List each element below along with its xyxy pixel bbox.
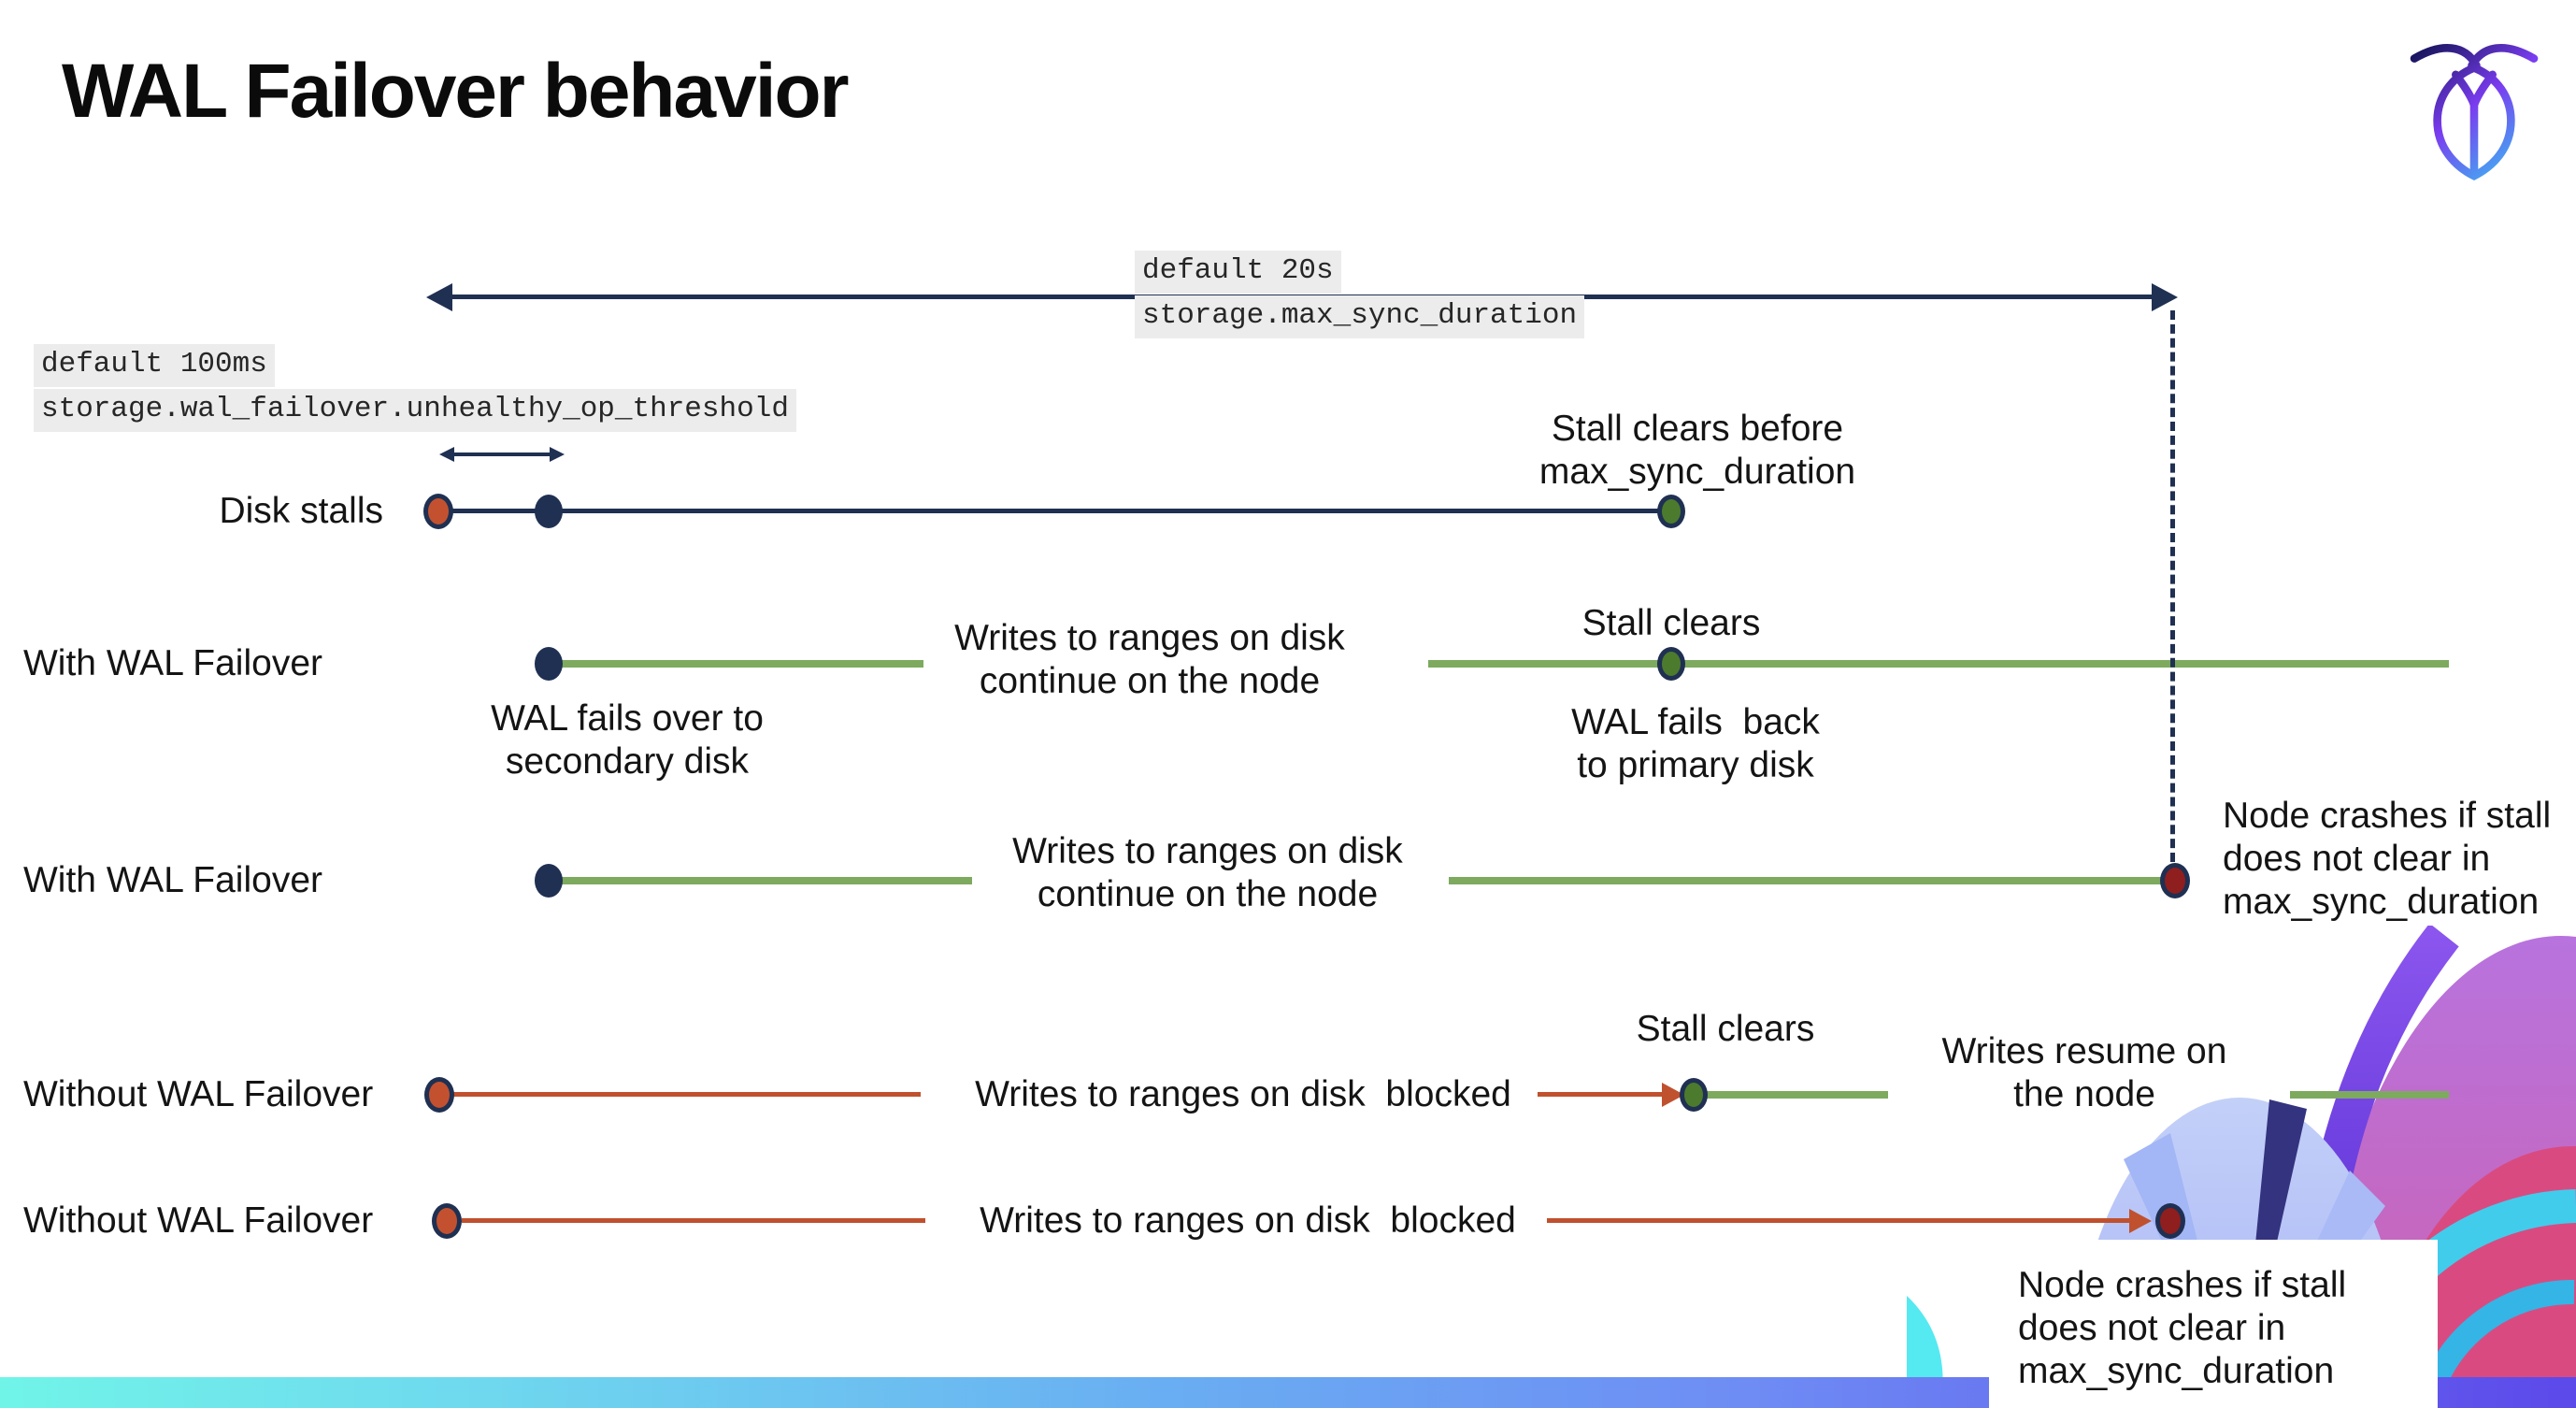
stall-clear-dot-2 xyxy=(1680,1078,1708,1112)
writes-continue-line-b xyxy=(1428,660,2449,668)
writes-blocked-text-1: Writes to ranges on disk blocked xyxy=(975,1074,1511,1114)
max-sync-setting-label: default 20s storage.max_sync_duration xyxy=(1135,251,1585,340)
page-title: WAL Failover behavior xyxy=(62,49,850,134)
row-label-without-wal-failover-2: Without WAL Failover xyxy=(23,1200,374,1241)
writes-continue2-line-a xyxy=(559,877,972,884)
crash-caption-card xyxy=(1989,1240,2438,1408)
stall-start-dot-2 xyxy=(424,1077,454,1113)
node-crash-dot xyxy=(2160,863,2190,898)
node-crash-text-1: Node crashes if stall does not clear in … xyxy=(2223,796,2552,922)
threshold-default: default 100ms xyxy=(34,344,275,387)
failback-dot xyxy=(1657,647,1685,681)
max-sync-name: storage.max_sync_duration xyxy=(1135,295,1585,338)
wal-fails-back-text: WAL fails back to primary disk xyxy=(1571,702,1820,785)
writes-resume-line-b xyxy=(2290,1091,2449,1099)
failover-dot xyxy=(535,647,563,681)
row-label-disk-stalls: Disk stalls xyxy=(219,491,383,531)
stall-start-dot-3 xyxy=(432,1203,462,1239)
writes-continue-text-2: Writes to ranges on disk continue on the… xyxy=(1012,831,1403,914)
writes-continue-text-1: Writes to ranges on disk continue on the… xyxy=(954,618,1345,701)
writes-continue2-line-b xyxy=(1449,877,2175,884)
row-label-without-wal-failover-1: Without WAL Failover xyxy=(23,1074,374,1114)
stall-clears-before-text: Stall clears before max_sync_duration xyxy=(1538,409,1856,492)
row-label-with-wal-failover-2: With WAL Failover xyxy=(23,860,322,900)
max-sync-default: default 20s xyxy=(1135,251,1341,294)
writes-blocked2-line-b xyxy=(1547,1218,2131,1223)
writes-blocked2-line-a xyxy=(462,1218,925,1223)
writes-blocked-line-a xyxy=(453,1092,921,1097)
stall-clear-dot xyxy=(1657,495,1685,528)
stall-clears-text-1: Stall clears xyxy=(1581,603,1761,643)
threshold-name: storage.wal_failover.unhealthy_op_thresh… xyxy=(34,389,796,432)
writes-blocked-text-2: Writes to ranges on disk blocked xyxy=(980,1200,1516,1241)
node-crash-text-2: Node crashes if stall does not clear in … xyxy=(2018,1265,2347,1391)
writes-continue-line-a xyxy=(559,660,923,668)
threshold-setting-label: default 100ms storage.wal_failover.unhea… xyxy=(34,344,796,434)
node-crash-dot-2 xyxy=(2155,1203,2185,1239)
threshold-arrowhead-left-icon xyxy=(439,447,454,462)
cockroachdb-logo-icon xyxy=(2410,44,2539,180)
stall-clears-text-2: Stall clears xyxy=(1636,1009,1815,1049)
stall-start-dot xyxy=(423,494,453,529)
writes-resume-line-a xyxy=(1703,1091,1888,1099)
threshold-arrowhead-right-icon xyxy=(550,447,565,462)
deadline-dashed-line xyxy=(2170,310,2175,862)
failover-dot-2 xyxy=(535,864,563,898)
blocked-arrowhead-icon-2 xyxy=(2129,1209,2152,1233)
wal-fails-over-text: WAL fails over to secondary disk xyxy=(491,698,764,782)
arrowhead-left-icon xyxy=(426,283,452,311)
arrowhead-right-icon xyxy=(2152,283,2178,311)
writes-blocked-line-b xyxy=(1538,1092,1664,1097)
disk-stall-timeline xyxy=(438,509,1671,513)
threshold-arrow-line xyxy=(451,453,550,456)
writes-resume-text: Writes resume on the node xyxy=(1941,1031,2227,1114)
row-label-with-wal-failover-1: With WAL Failover xyxy=(23,643,322,683)
threshold-dot xyxy=(535,495,563,528)
